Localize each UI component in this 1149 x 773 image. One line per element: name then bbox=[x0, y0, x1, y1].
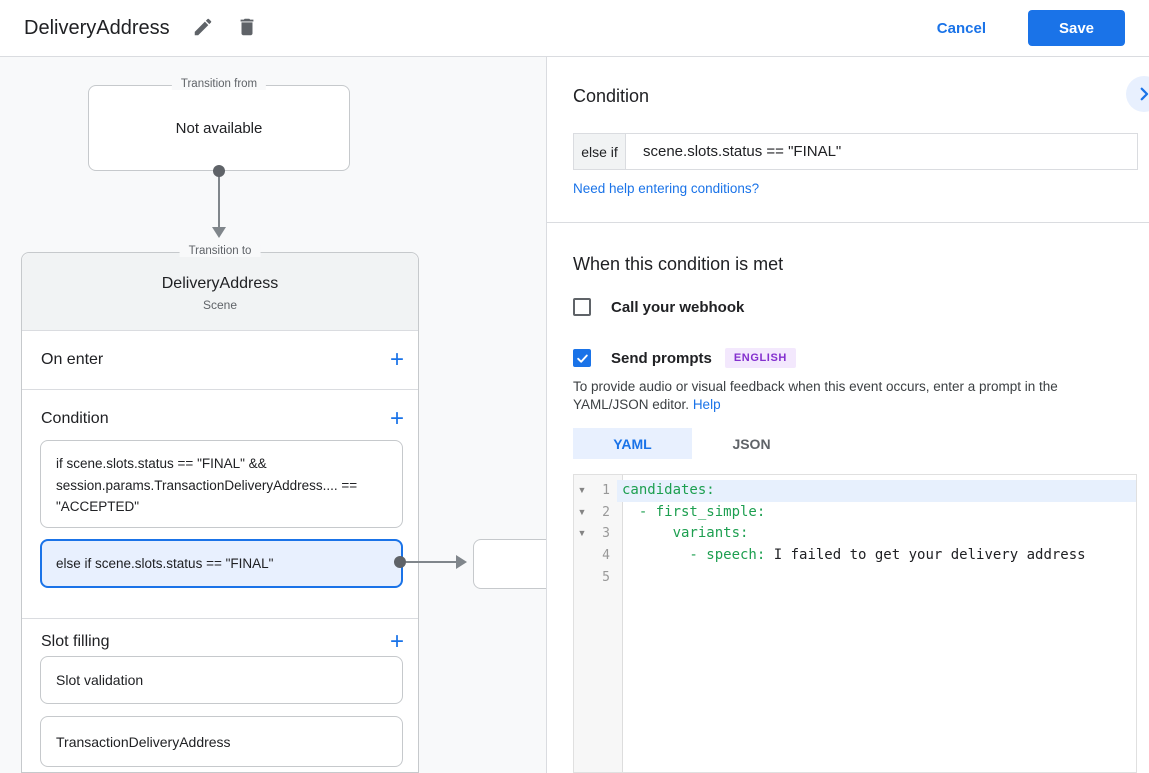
panel-title: Condition bbox=[573, 86, 650, 106]
line-number: 2 bbox=[602, 504, 610, 520]
editor-line: ▼ 2 - first_simple: bbox=[574, 502, 1136, 524]
transition-to-legend: Transition to bbox=[179, 245, 261, 257]
slot-filling-section: Slot filling + bbox=[22, 624, 418, 660]
condition-input: else if scene.slots.status == "FINAL" bbox=[573, 133, 1138, 170]
prompts-description: To provide audio or visual feedback when… bbox=[573, 378, 1129, 414]
scene-name: DeliveryAddress bbox=[161, 275, 279, 292]
header: DeliveryAddress Cancel Save bbox=[0, 0, 1149, 57]
cancel-button[interactable]: Cancel bbox=[936, 19, 986, 37]
flow-canvas: Transition from Not available Transition… bbox=[0, 57, 546, 773]
tab-yaml[interactable]: YAML bbox=[573, 428, 692, 459]
help-link[interactable]: Help bbox=[692, 397, 721, 412]
condition-label: Condition bbox=[41, 410, 109, 427]
slot-item-text: Slot validation bbox=[56, 672, 144, 688]
editor-format-tabs: YAML JSON bbox=[573, 428, 811, 459]
editor-gutter bbox=[574, 475, 623, 772]
code-text: variants: bbox=[622, 525, 749, 542]
send-prompts-row: Send prompts ENGLISH bbox=[573, 348, 796, 368]
transition-from-node: Transition from Not available bbox=[88, 78, 350, 171]
condition-value-input[interactable]: scene.slots.status == "FINAL" bbox=[643, 143, 842, 160]
line-number: 1 bbox=[602, 483, 610, 498]
line-number: 5 bbox=[602, 569, 610, 585]
webhook-checkbox[interactable] bbox=[573, 298, 591, 316]
delete-scene-button[interactable] bbox=[236, 16, 258, 40]
condition-prefix: else if bbox=[574, 134, 626, 169]
panel-divider bbox=[547, 222, 1149, 223]
tab-json[interactable]: JSON bbox=[732, 435, 771, 452]
line-number: 4 bbox=[602, 548, 610, 564]
trash-icon bbox=[240, 18, 254, 36]
slot-item[interactable]: Slot validation bbox=[40, 656, 403, 704]
fold-arrow-icon[interactable]: ▼ bbox=[577, 506, 587, 517]
page-title: DeliveryAddress bbox=[24, 16, 170, 39]
slot-filling-label: Slot filling bbox=[41, 633, 110, 650]
scene-type-label: Scene bbox=[202, 298, 238, 312]
arrow-right-icon bbox=[456, 555, 467, 569]
connector-dot bbox=[394, 556, 406, 568]
condition-item-selected[interactable]: else if scene.slots.status == "FINAL" bbox=[40, 539, 403, 588]
line-number: 3 bbox=[602, 526, 610, 542]
slot-item[interactable]: TransactionDeliveryAddress bbox=[40, 716, 403, 767]
yaml-editor[interactable]: ▼ 1 candidates: ▼ 2 - first_simple: ▼ 3 … bbox=[573, 474, 1137, 773]
prompts-description-text: To provide audio or visual feedback when… bbox=[573, 379, 1058, 412]
webhook-row: Call your webhook bbox=[573, 298, 744, 316]
collapse-panel-button[interactable] bbox=[1126, 76, 1149, 112]
code-text: - speech: I failed to get your delivery … bbox=[622, 547, 1086, 564]
editor-line: 4 - speech: I failed to get your deliver… bbox=[574, 545, 1136, 567]
scene-card: Transition to DeliveryAddress Scene On e… bbox=[21, 245, 419, 773]
transition-target-node[interactable] bbox=[473, 539, 546, 589]
section-divider bbox=[22, 618, 418, 619]
add-on-enter-button[interactable]: + bbox=[389, 346, 404, 373]
code-text: candidates: bbox=[617, 480, 1136, 502]
connector-dot bbox=[213, 165, 225, 177]
conditions-help-link[interactable]: Need help entering conditions? bbox=[573, 181, 760, 196]
on-enter-section: On enter + bbox=[22, 331, 418, 390]
language-badge: ENGLISH bbox=[724, 348, 796, 368]
checkmark-icon bbox=[576, 354, 588, 363]
add-condition-button[interactable]: + bbox=[389, 405, 404, 432]
editor-line: ▼ 3 variants: bbox=[574, 523, 1136, 545]
condition-item-text: if scene.slots.status == "FINAL" && sess… bbox=[56, 456, 358, 514]
scene-card-header: DeliveryAddress Scene bbox=[22, 253, 418, 331]
send-prompts-label: Send prompts bbox=[611, 349, 712, 367]
webhook-label: Call your webhook bbox=[611, 298, 745, 316]
connector-line-horizontal bbox=[406, 561, 456, 563]
code-text: - first_simple: bbox=[622, 503, 766, 520]
pencil-icon bbox=[194, 18, 211, 36]
fold-arrow-icon bbox=[574, 567, 590, 589]
condition-item[interactable]: if scene.slots.status == "FINAL" && sess… bbox=[40, 440, 403, 528]
slot-item-text: TransactionDeliveryAddress bbox=[56, 733, 231, 750]
condition-item-text: else if scene.slots.status == "FINAL" bbox=[56, 556, 274, 571]
code-text bbox=[617, 567, 1136, 589]
fold-arrow-icon[interactable]: ▼ bbox=[577, 528, 587, 539]
fold-arrow-icon bbox=[574, 545, 590, 567]
on-enter-label: On enter bbox=[41, 351, 104, 368]
transition-from-value: Not available bbox=[175, 120, 263, 137]
when-condition-met-title: When this condition is met bbox=[573, 254, 784, 274]
editor-line: 5 bbox=[574, 567, 1136, 589]
add-slot-button[interactable]: + bbox=[389, 628, 404, 655]
editor-line: ▼ 1 candidates: bbox=[574, 480, 1136, 502]
arrow-down-icon bbox=[212, 227, 226, 238]
connector-line-vertical bbox=[218, 171, 220, 227]
edit-scene-button[interactable] bbox=[192, 16, 214, 40]
chevron-right-icon bbox=[1140, 87, 1149, 101]
save-button[interactable]: Save bbox=[1028, 10, 1125, 46]
editor-lines: ▼ 1 candidates: ▼ 2 - first_simple: ▼ 3 … bbox=[574, 480, 1136, 588]
condition-section: Condition + bbox=[22, 401, 418, 437]
transition-from-legend: Transition from bbox=[171, 78, 267, 90]
send-prompts-checkbox[interactable] bbox=[573, 349, 591, 367]
condition-panel: Condition else if scene.slots.status == … bbox=[546, 57, 1149, 773]
fold-arrow-icon[interactable]: ▼ bbox=[577, 485, 587, 495]
